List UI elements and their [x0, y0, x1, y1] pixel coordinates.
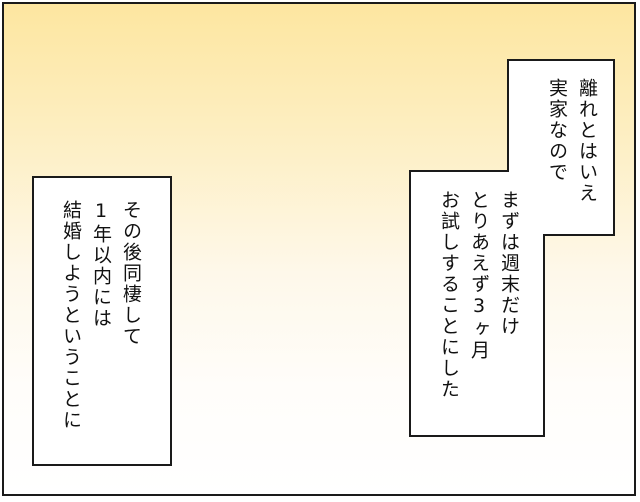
- caption-line: とりあえず3ヶ月: [468, 190, 490, 361]
- caption-line: その後同棲して: [120, 200, 142, 347]
- caption-line: お試しすることにした: [438, 190, 460, 400]
- caption-line: まずは週末だけ: [498, 190, 520, 337]
- right-caption-outline: [409, 59, 615, 437]
- comic-panel: その後同棲して 1年以内には 結婚しようということに 離れとはいえ 実家なので …: [2, 2, 636, 496]
- right-caption-box: [409, 59, 615, 437]
- caption-line: 1年以内には: [90, 200, 112, 329]
- left-caption-box: その後同棲して 1年以内には 結婚しようということに: [32, 176, 172, 466]
- caption-line: 実家なので: [546, 78, 568, 183]
- caption-line: 離れとはいえ: [576, 78, 598, 204]
- caption-line: 結婚しようということに: [60, 200, 82, 431]
